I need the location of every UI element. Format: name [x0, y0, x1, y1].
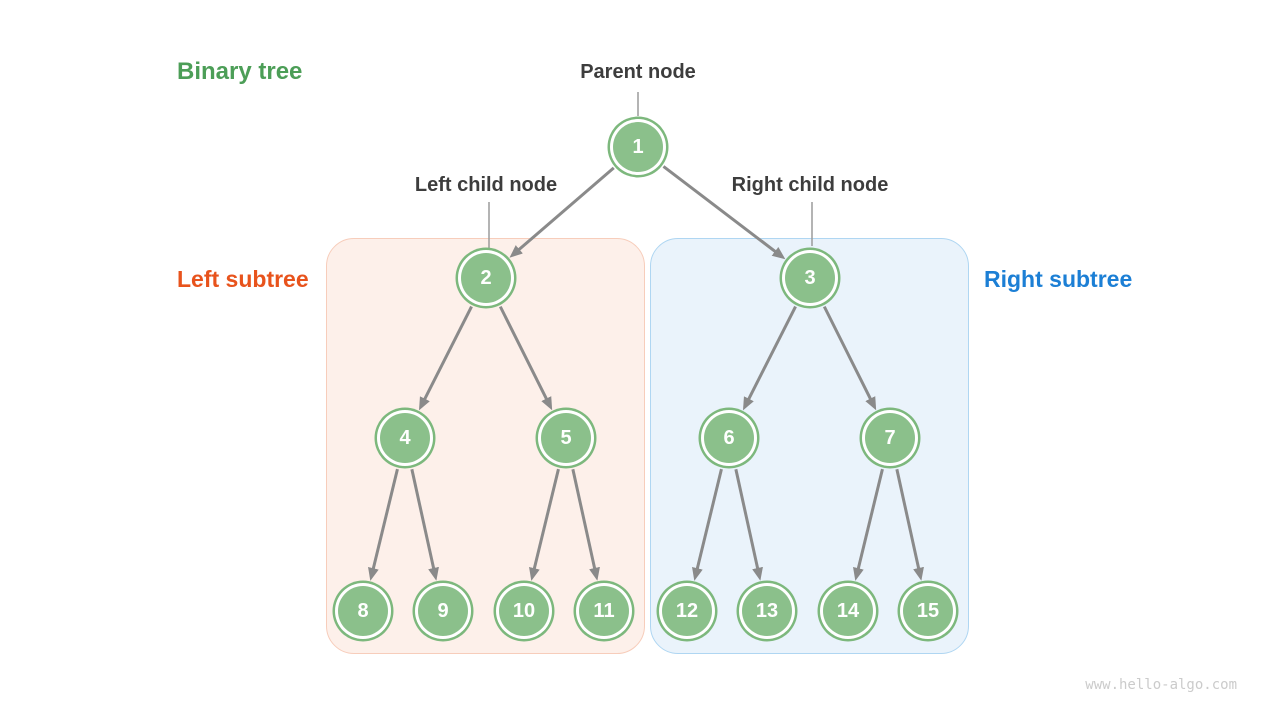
tree-node-3: 3: [785, 253, 835, 303]
tree-edge-6-12: [692, 468, 723, 581]
tree-edge-1-3: [662, 165, 786, 260]
tree-node-5: 5: [541, 413, 591, 463]
tree-edge-3-6: [743, 305, 797, 411]
tree-node-12: 12: [662, 586, 712, 636]
tree-node-15: 15: [903, 586, 953, 636]
tree-edge-7-15: [895, 468, 924, 581]
parent-node-label: Parent node: [580, 61, 696, 83]
right-subtree-label: Right subtree: [984, 266, 1133, 292]
tree-node-1: 1: [613, 122, 663, 172]
tree-edge-2-4: [419, 305, 473, 411]
tree-edge-7-14: [853, 468, 884, 581]
tree-node-9: 9: [418, 586, 468, 636]
tree-edge-4-9: [410, 468, 439, 581]
right-subtree-box: [650, 238, 969, 654]
left-subtree-box: [326, 238, 645, 654]
right-child-node-label: Right child node: [731, 174, 889, 196]
tree-node-6: 6: [704, 413, 754, 463]
tree-node-10: 10: [499, 586, 549, 636]
tree-node-13: 13: [742, 586, 792, 636]
tree-edge-1-2: [509, 166, 615, 258]
tree-node-11: 11: [579, 586, 629, 636]
tree-node-14: 14: [823, 586, 873, 636]
left-child-node-label: Left child node: [414, 174, 558, 196]
watermark: www.hello-algo.com: [1085, 677, 1237, 693]
tree-node-7: 7: [865, 413, 915, 463]
tree-edge-6-13: [734, 468, 763, 581]
tree-edge-5-10: [529, 468, 560, 581]
tree-node-4: 4: [380, 413, 430, 463]
tree-node-2: 2: [461, 253, 511, 303]
left-subtree-label: Left subtree: [177, 266, 309, 292]
tree-node-8: 8: [338, 586, 388, 636]
tree-edge-4-8: [368, 468, 399, 581]
diagram-title: Binary tree: [177, 58, 303, 85]
tree-edge-2-5: [498, 305, 553, 411]
tree-edge-5-11: [571, 468, 600, 581]
tree-edge-3-7: [822, 305, 877, 411]
